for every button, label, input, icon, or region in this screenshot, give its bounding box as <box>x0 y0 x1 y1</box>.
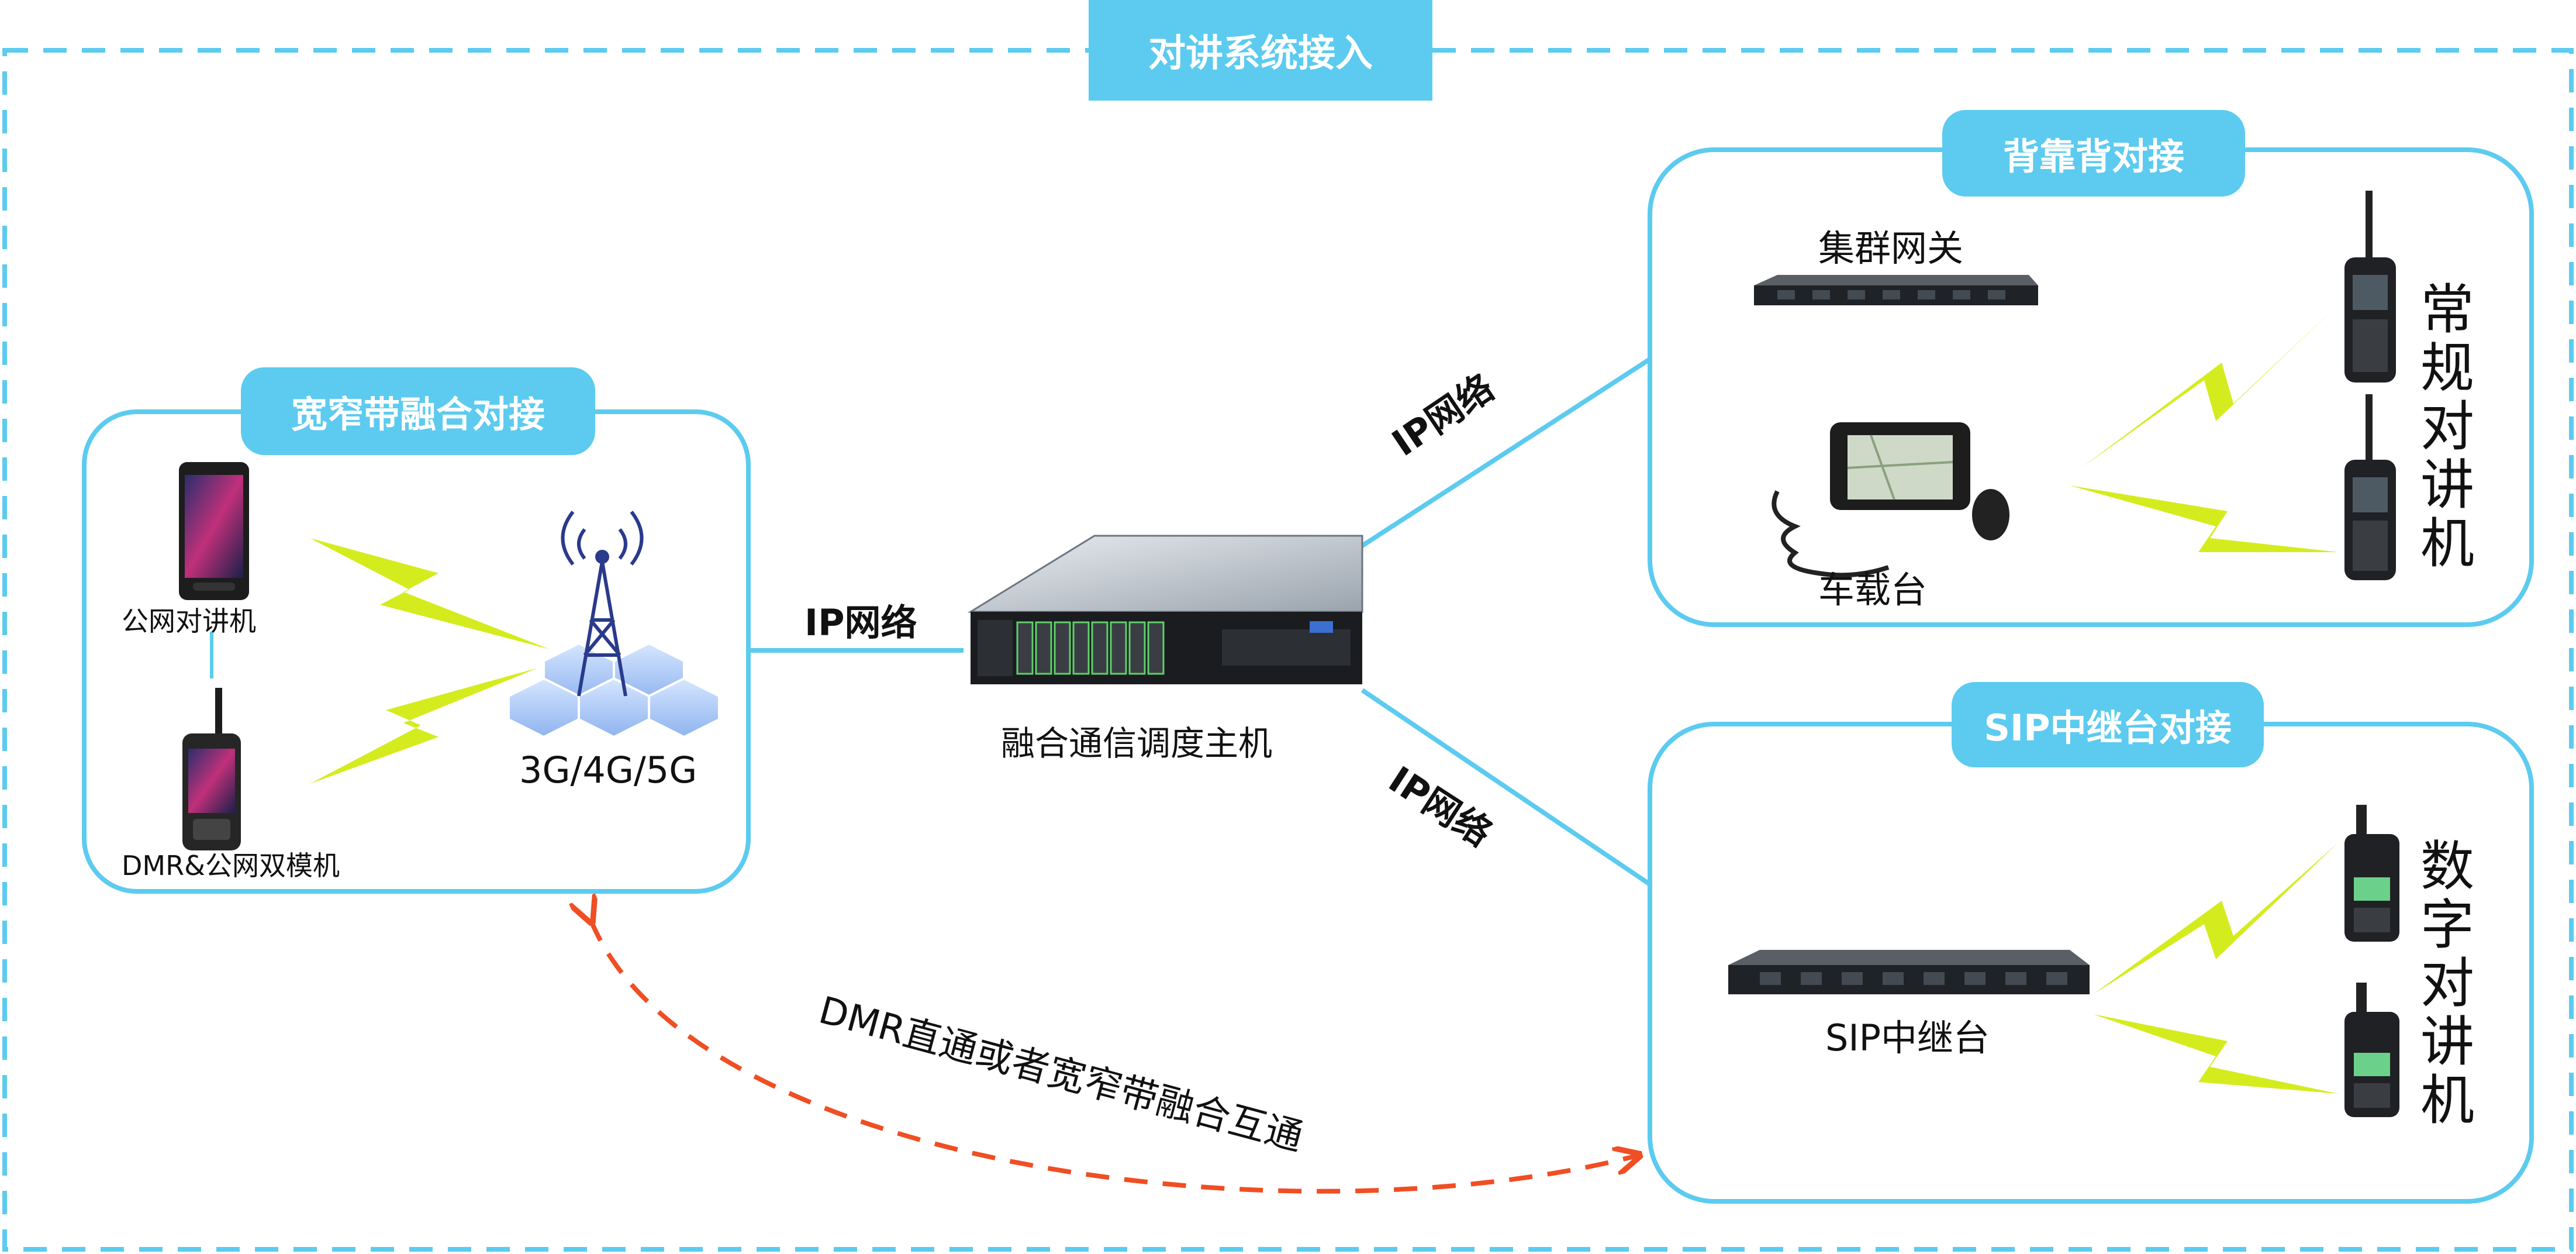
vehicle-radio-icon <box>1772 422 2009 578</box>
backtoback-group-box <box>1648 147 2534 627</box>
server-label: 融合通信调度主机 <box>1001 724 1273 763</box>
tower-label: 3G/4G/5G <box>519 749 697 791</box>
handheld-radio-icon <box>2344 394 2396 580</box>
curved-arrow-icon <box>591 919 1637 1194</box>
lightning-icon <box>310 304 2339 1094</box>
handheld-radio-icon <box>2344 983 2399 1117</box>
ip-network-label-left: IP网络 <box>804 601 917 644</box>
sip-repeater-label: SIP中继台 <box>1825 1017 1990 1059</box>
digital-radios-label: 数字对讲机 <box>2420 835 2475 1132</box>
conventional-radios-label: 常规对讲机 <box>2420 278 2475 575</box>
backtoback-group-title: 背靠背对接 <box>1942 110 2245 197</box>
handheld-radio-icon <box>2344 805 2399 942</box>
link-server-to-backtoback <box>1349 357 1652 556</box>
sip-group-title: SIP中继台对接 <box>1952 682 2264 767</box>
gateway-label: 集群网关 <box>1818 227 1964 270</box>
cell-tower-icon <box>507 511 720 739</box>
outer-title: 对讲系统接入 <box>1089 0 1432 101</box>
dual-mode-radio-icon <box>182 688 241 850</box>
vehicle-radio-label: 车载台 <box>1818 569 1928 611</box>
link-server-to-sip <box>1360 688 1652 887</box>
sip-repeater-icon <box>1728 950 2090 994</box>
dualmode-label: DMR&公网双模机 <box>122 850 340 881</box>
trunk-gateway-icon <box>1754 275 2038 305</box>
handheld-radio-icon <box>2344 191 2396 383</box>
smartphone-icon <box>179 462 249 600</box>
broadband-group-title: 宽窄带融合对接 <box>241 367 595 455</box>
phone-label: 公网对讲机 <box>122 605 256 637</box>
rack-server-icon <box>967 535 1363 684</box>
